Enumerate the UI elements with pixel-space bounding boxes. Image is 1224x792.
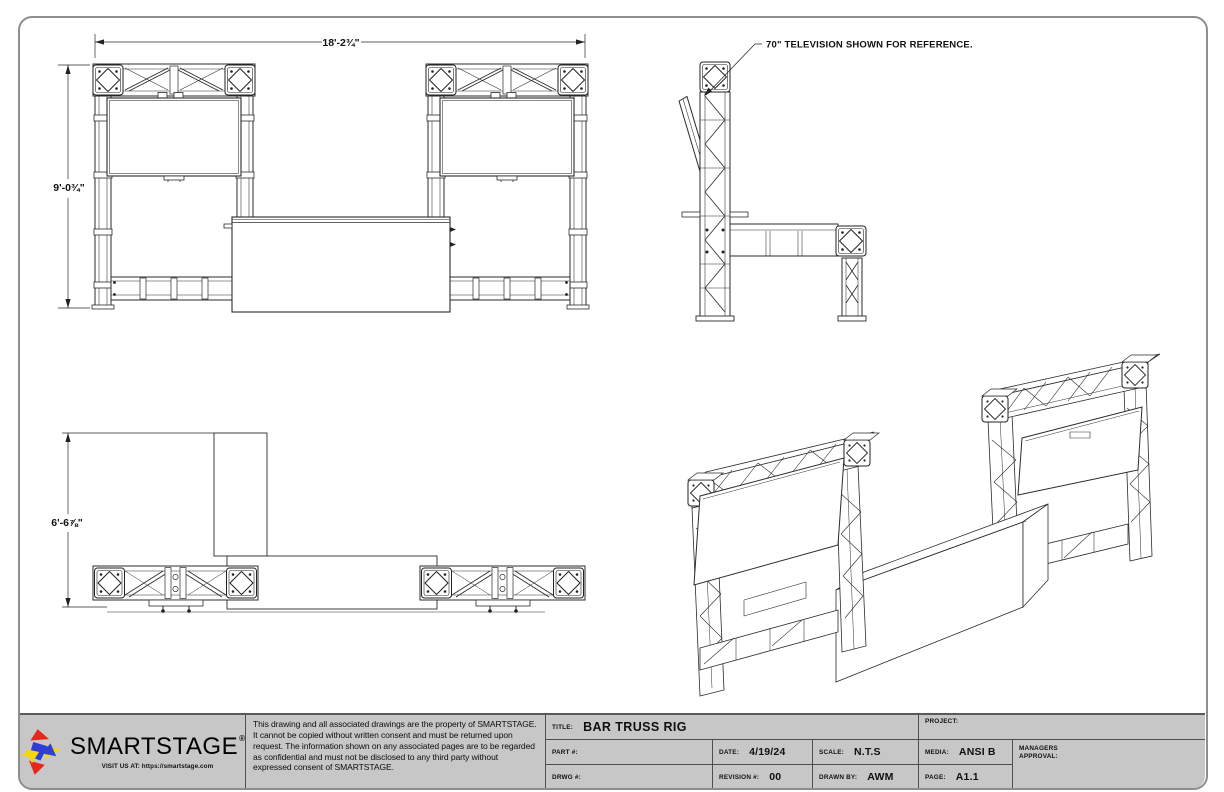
- part-label: PART #:: [552, 748, 578, 756]
- part-cell: PART #:: [546, 740, 713, 765]
- media-cell: MEDIA: ANSI B: [919, 740, 1013, 765]
- legal-text: This drawing and all associated drawings…: [253, 719, 537, 773]
- title-cell: TITLE: BAR TRUSS RIG: [546, 715, 919, 740]
- shelf-bracket-left: [681, 211, 701, 218]
- revision-value: 00: [769, 771, 782, 783]
- page-value: A1.1: [955, 771, 979, 783]
- plan-view: 6'-6⅞": [46, 432, 585, 613]
- svg-text:9'-0¾": 9'-0¾": [53, 182, 84, 194]
- svg-text:18'-2¾": 18'-2¾": [322, 37, 359, 49]
- registered-mark: ®: [239, 733, 245, 743]
- drwg-label: DRWG #:: [552, 773, 581, 781]
- media-label: MEDIA:: [925, 748, 949, 756]
- project-label: PROJECT:: [925, 718, 959, 725]
- isometric-view: [686, 353, 1161, 697]
- logo-cell: SMARTSTAGE ® VISIT US AT: https://smarts…: [19, 715, 246, 789]
- date-label: DATE:: [719, 748, 740, 756]
- bar-counter-side: [729, 223, 867, 322]
- title-block: SMARTSTAGE ® VISIT US AT: https://smarts…: [19, 713, 1205, 789]
- svg-text:6'-6⅞": 6'-6⅞": [51, 517, 82, 529]
- counter-arm-plan: [213, 432, 268, 557]
- revision-label: REVISION #:: [719, 773, 760, 781]
- managers-label-line2: APPROVAL:: [1019, 753, 1058, 760]
- truss-tower-side: [695, 61, 735, 322]
- front-elevation-view: 18'-2¾" 9'-0¾": [48, 34, 589, 313]
- managers-label-line1: MANAGERS: [1019, 745, 1058, 752]
- iso-frame-left: [686, 431, 881, 697]
- managers-approval-cell: MANAGERS APPROVAL:: [1013, 740, 1205, 789]
- truss-beam-plan-right: [420, 566, 585, 613]
- page-label: PAGE:: [925, 773, 946, 781]
- side-elevation-view: 70" TELEVISION SHOWN FOR REFERENCE.: [678, 40, 973, 322]
- dimension-width: 18'-2¾": [94, 34, 586, 58]
- project-cell: PROJECT:: [919, 715, 1205, 740]
- bar-counter-front: [223, 216, 456, 313]
- drawn-by-cell: DRAWN BY: AWM: [813, 765, 919, 789]
- scale-label: SCALE:: [819, 748, 844, 756]
- svg-text:70" TELEVISION SHOWN FOR REFER: 70" TELEVISION SHOWN FOR REFERENCE.: [766, 40, 973, 51]
- cad-drawing: 18'-2¾" 9'-0¾": [46, 34, 1161, 697]
- title-value: BAR TRUSS RIG: [583, 720, 687, 734]
- dimension-height: 9'-0¾": [48, 64, 90, 309]
- scale-cell: SCALE: N.T.S: [813, 740, 919, 765]
- date-value: 4/19/24: [749, 746, 786, 758]
- truss-frame-left: [92, 64, 256, 309]
- title-label: TITLE:: [552, 723, 574, 731]
- drawn-by-value: AWM: [867, 771, 894, 783]
- revision-cell: REVISION #: 00: [713, 765, 813, 789]
- iso-bar-counter: [835, 503, 1049, 683]
- scale-value: N.T.S: [854, 746, 881, 758]
- drawn-by-label: DRAWN BY:: [819, 773, 858, 781]
- date-cell: DATE: 4/19/24: [713, 740, 813, 765]
- smartstage-logo-icon: [20, 729, 61, 775]
- page-cell: PAGE: A1.1: [919, 765, 1013, 789]
- media-value: ANSI B: [958, 746, 996, 758]
- shelf-bracket-right: [729, 211, 749, 218]
- legal-cell: This drawing and all associated drawings…: [246, 715, 546, 789]
- brand-tagline: VISIT US AT: https://smartstage.com: [101, 762, 214, 770]
- tv-reference-callout: 70" TELEVISION SHOWN FOR REFERENCE.: [704, 40, 973, 96]
- drwg-cell: DRWG #:: [546, 765, 713, 789]
- brand-name: SMARTSTAGE: [69, 732, 239, 760]
- dimension-depth: 6'-6⅞": [46, 432, 214, 608]
- bar-counter-plan: [226, 555, 438, 610]
